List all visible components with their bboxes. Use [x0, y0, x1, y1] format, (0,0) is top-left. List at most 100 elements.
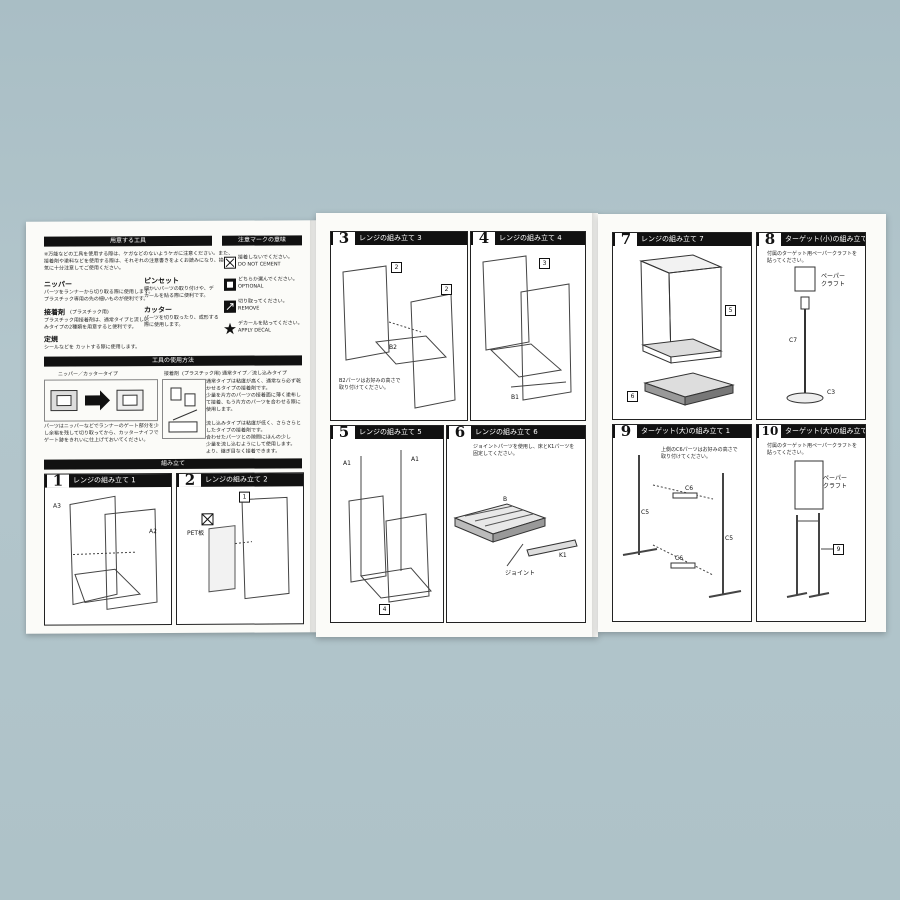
- step-5-title: レンジの組み立て 5: [359, 428, 422, 436]
- step-3-note-1: B2パーツはお好みの高さで: [339, 378, 401, 384]
- step-4-callout-3: 3: [539, 258, 550, 269]
- step-6-number: 6: [449, 426, 471, 439]
- cutter-text-2: 際に使用します。: [144, 321, 184, 329]
- warning-heading: 注意マークの意味: [222, 235, 302, 246]
- step-7-number: 7: [615, 233, 637, 246]
- step-6-label-b: B: [503, 496, 508, 503]
- step-8-label-craft: クラフト: [821, 281, 846, 288]
- usage3-5: より、継ぎ目なく接着できます。: [206, 448, 281, 455]
- step-6-note-1: ジョイントパーツを使用し、床とK1パーツを: [473, 444, 575, 450]
- instruction-sheet-left: 用意する工具 注意マークの意味 ※万能などの工具を使用する際は、ケガなどのないよ…: [26, 220, 316, 634]
- step-7-panel: 7 レンジの組み立て 7 5 6: [612, 232, 752, 420]
- step-8-panel: 8 ターゲット(小)の組み立て 付属のターゲット用ペーパークラフトを 貼ってくださ…: [756, 232, 866, 420]
- page-fold-middle: [592, 213, 598, 637]
- glue-usage-illustration: [162, 378, 206, 440]
- mark-en-2: REMOVE: [238, 305, 260, 312]
- step-2-drawing: [201, 496, 290, 600]
- step-9-label-c6-top: C6: [685, 485, 694, 492]
- step-9-label-c5-left: C5: [641, 509, 650, 516]
- step-6-header: 6 レンジの組み立て 6: [447, 426, 585, 439]
- step-6-title: レンジの組み立て 6: [475, 428, 538, 436]
- step-3-note-2: 取り付けてください。: [339, 385, 389, 391]
- glue-text-2: みタイプの2種類を用意すると便利です。: [44, 324, 137, 331]
- step-6-label-joint: ジョイント: [505, 570, 536, 577]
- step-9-note-2: 取り付けてください。: [661, 454, 711, 460]
- step-10-header: 10 ターゲット(大)の組み立て 2: [757, 425, 865, 438]
- step-5-drawing: [348, 450, 432, 603]
- tools-intro-line-2: 接着剤や塗料などを使用する際は、それぞれの注意書きをよくお読みになり、換: [44, 257, 224, 265]
- step-4-number: 4: [473, 232, 495, 245]
- step-8-note-1: 付属のターゲット用ペーパークラフトを: [767, 251, 857, 257]
- mark-jp-1: どちらか選んでください。: [238, 276, 298, 283]
- step-3-label-b2: B2: [389, 344, 397, 351]
- step-7-callout-5: 5: [725, 305, 736, 316]
- usage2-5: 使用します。: [206, 406, 236, 413]
- step-3-header: 3 レンジの組み立て 3: [331, 232, 467, 245]
- step-6-label-k1: K1: [559, 552, 567, 559]
- step-10-label-paper: ペーパー: [823, 475, 847, 482]
- step-3-number: 3: [333, 232, 355, 245]
- step-10-label-craft: クラフト: [823, 483, 848, 490]
- mark-en-0: DO NOT CEMENT: [238, 261, 281, 268]
- glue-plastic: (プラスチック用): [182, 370, 221, 377]
- mark-en-1: OPTIONAL: [238, 283, 264, 290]
- step-10-callout-9: 9: [833, 544, 844, 555]
- step-3-drawing: [342, 265, 456, 409]
- step-7-callout-6: 6: [627, 391, 638, 402]
- glue-title: 接着剤: [44, 308, 65, 317]
- nipper-title: ニッパー: [44, 280, 72, 289]
- step-10-title: ターゲット(大)の組み立て 2: [785, 427, 865, 435]
- step-9-header: 9 ターゲット(大)の組み立て 1: [613, 425, 751, 438]
- normal-flow-type: 通常タイプ／流し込みタイプ: [222, 370, 288, 377]
- instruction-sheet-middle: 3 レンジの組み立て 3 2 B2 2 B2パーツはお好みの高さで 取り付けてくだ…: [316, 213, 598, 637]
- assembly-heading: 組み立て: [44, 458, 302, 470]
- step-9-label-c5-right: C5: [725, 535, 734, 542]
- step-3-callout-2b: 2: [441, 284, 452, 295]
- no-cement-icon: [224, 256, 236, 269]
- step-8-title: ターゲット(小)の組み立て: [785, 235, 865, 243]
- step-7-drawing: [639, 254, 735, 406]
- glue-suffix: (プラスチック用): [70, 309, 109, 316]
- step-8-drawing: [786, 266, 824, 404]
- usage2-4: て接着、もう片方のパーツを合わせる際に: [206, 399, 301, 406]
- mark-jp-2: 切り取ってください。: [238, 298, 288, 305]
- step-3-title: レンジの組み立て 3: [359, 234, 422, 242]
- step-9-panel: 9 ターゲット(大)の組み立て 1 上側のC6パーツはお好みの高さで 取り付けてく…: [612, 424, 752, 622]
- step-2-label-pet: PET板: [187, 529, 205, 537]
- mark-en-3: APPLY DECAL: [238, 327, 271, 334]
- ruler-text: シールなどを カットする際に使用します。: [44, 344, 141, 351]
- step-4-label-b1: B1: [511, 394, 519, 401]
- tools-intro-line-3: 気に十分注意してご使用ください。: [44, 265, 124, 272]
- usage-heading: 工具の使用方法: [44, 355, 302, 367]
- nipper-cutter-type: ニッパー／カッタータイプ: [58, 371, 119, 378]
- nipper-text-2: プラスチック専用の先の細いものが便利です。: [44, 296, 149, 303]
- step-9-note-1: 上側のC6パーツはお好みの高さで: [661, 447, 738, 453]
- step-9-title: ターゲット(大)の組み立て 1: [641, 427, 731, 435]
- step-1-drawing: [69, 495, 158, 610]
- cutter-title: カッター: [144, 305, 172, 315]
- glue-label: 接着剤: [164, 370, 180, 378]
- step-5-label-a1b: A1: [411, 456, 419, 463]
- tweezers-title: ピンセット: [144, 276, 179, 286]
- step-10-note-2: 貼ってください。: [767, 450, 807, 456]
- step-3-callout-2a: 2: [391, 262, 402, 273]
- step-6-note-2: 固定してください。: [473, 451, 518, 457]
- nipper-usage-illustration: [44, 379, 158, 422]
- step-8-note-2: 貼ってください。: [767, 258, 807, 264]
- step-10-number: 10: [759, 425, 781, 438]
- step-9-number: 9: [615, 425, 637, 438]
- optional-icon: [224, 278, 236, 291]
- step-3-panel: 3 レンジの組み立て 3 2 B2 2 B2パーツはお好みの高さで 取り付けてくだ…: [330, 231, 468, 421]
- step-8-label-c3: C3: [827, 389, 836, 396]
- step-9-label-c6-bottom: C6: [675, 555, 684, 562]
- step-10-drawing: [786, 460, 833, 598]
- remove-icon: [224, 300, 236, 313]
- step-8-number: 8: [759, 233, 781, 246]
- step-1-label-a3: A3: [53, 502, 61, 510]
- step-7-title: レンジの組み立て 7: [641, 235, 704, 243]
